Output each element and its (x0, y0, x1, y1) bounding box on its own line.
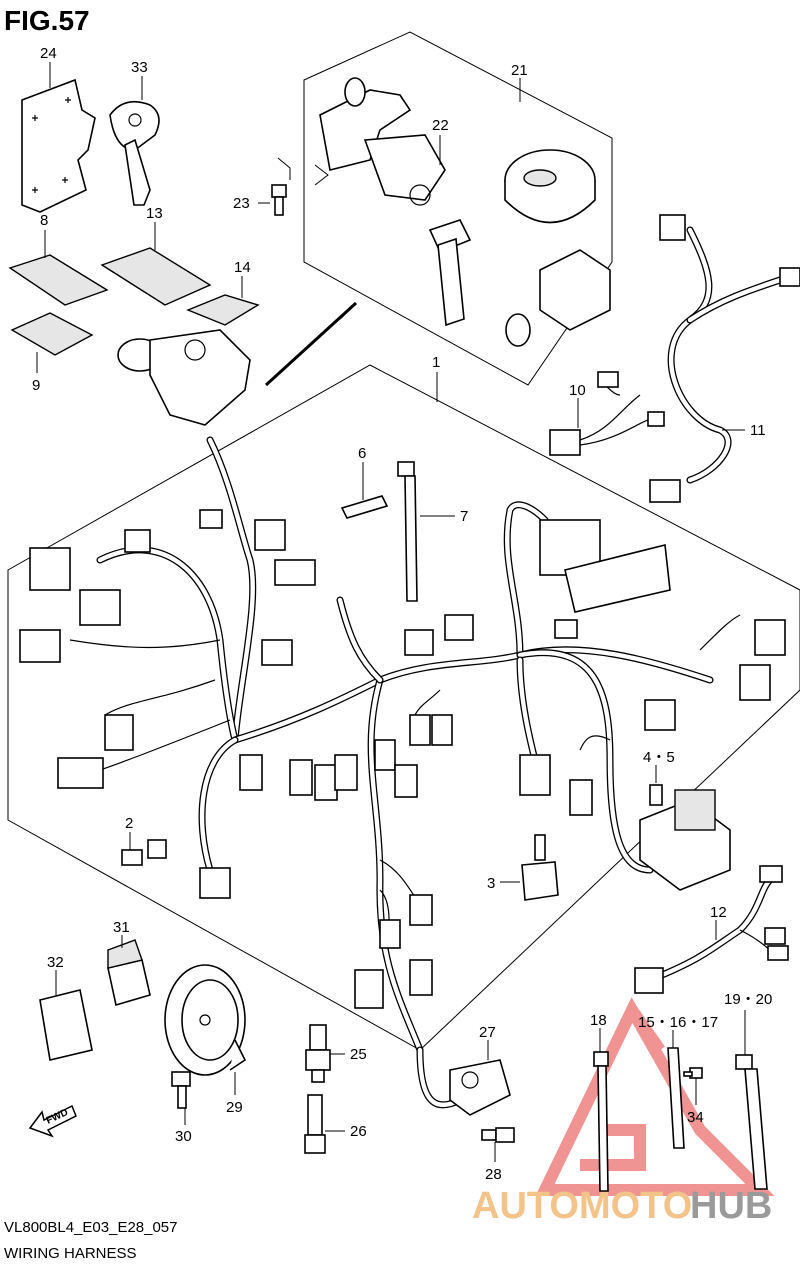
callout-15-16-17: 15・16・17 (638, 1014, 718, 1031)
callout-21: 21 (511, 62, 528, 79)
ignition-switch-22 (319, 77, 472, 327)
lock-cylinder (505, 249, 611, 347)
callout-25: 25 (350, 1046, 367, 1063)
callout-1: 1 (432, 354, 440, 371)
sub-harness-11 (649, 214, 800, 503)
callout-32: 32 (47, 954, 64, 971)
callout-6: 6 (358, 445, 366, 462)
callout-9: 9 (32, 377, 40, 394)
callout-7: 7 (460, 508, 468, 525)
sub-harness-10 (549, 371, 665, 456)
label-sheet-13 (100, 247, 212, 306)
callout-30: 30 (175, 1128, 192, 1145)
callout-10: 10 (569, 382, 586, 399)
fuse-box-4-5 (639, 784, 731, 891)
sub-harness-12 (634, 865, 789, 994)
callout-12: 12 (710, 904, 727, 921)
callout-31: 31 (113, 919, 130, 936)
callout-8: 8 (40, 212, 48, 229)
callout-19-20: 19・20 (724, 991, 772, 1008)
label-sheet-14 (186, 294, 260, 326)
main-harness (69, 436, 741, 1109)
relay-31 (107, 939, 151, 1007)
sensor-3 (521, 834, 559, 901)
callout-13: 13 (146, 205, 163, 222)
watermark-text-auto: AUTOMOTO (472, 1185, 692, 1227)
main-harness-panel (7, 364, 800, 1051)
callout-28: 28 (485, 1166, 502, 1183)
bolt-30 (171, 1071, 191, 1109)
callout-33: 33 (131, 59, 148, 76)
switch-27 (449, 1059, 511, 1116)
sensor-26 (304, 1094, 326, 1154)
cable-tie-15-16-17 (667, 1047, 685, 1149)
switch-25 (305, 1024, 331, 1083)
label-sheet-9 (10, 312, 94, 356)
watermark-text-hub: HUB (690, 1185, 772, 1227)
plate-24 (21, 78, 96, 213)
callout-26: 26 (350, 1123, 367, 1140)
callout-27: 27 (479, 1024, 496, 1041)
key-33 (109, 100, 160, 206)
callout-4-5: 4・5 (643, 749, 675, 766)
callout-14: 14 (234, 259, 251, 276)
figure-caption: WIRING HARNESS (4, 1245, 137, 1262)
callout-11: 11 (750, 422, 766, 439)
harness-connectors (19, 509, 786, 1009)
cable-tie-7 (397, 461, 418, 602)
ignition-switch-panel (303, 31, 613, 386)
figure-title: FIG.57 (4, 5, 90, 36)
cable-tie-18 (593, 1051, 609, 1192)
callout-23: 23 (233, 195, 250, 212)
callout-18: 18 (590, 1012, 607, 1029)
figure-code: VL800BL4_E03_E28_057 (4, 1219, 178, 1236)
callout-22: 22 (432, 117, 449, 134)
callout-3: 3 (487, 875, 495, 892)
label-sheet-8 (8, 254, 109, 306)
cable-tie-19-20 (735, 1054, 768, 1190)
screw-34 (683, 1067, 703, 1079)
callout-24: 24 (40, 45, 57, 62)
handlebar-switch (117, 329, 251, 426)
callout-29: 29 (226, 1099, 243, 1116)
connector-2 (121, 849, 143, 866)
callout-2: 2 (125, 815, 133, 832)
bolt-23 (271, 184, 287, 216)
clamp-6 (340, 495, 389, 519)
watermark-logo (535, 997, 775, 1196)
switch-cap (504, 149, 596, 224)
fwd-arrow-icon: FWD (28, 1104, 77, 1138)
callout-34: 34 (687, 1109, 704, 1126)
bolt-28 (481, 1127, 515, 1143)
relay-32 (39, 989, 93, 1061)
horn-29 (164, 964, 247, 1076)
